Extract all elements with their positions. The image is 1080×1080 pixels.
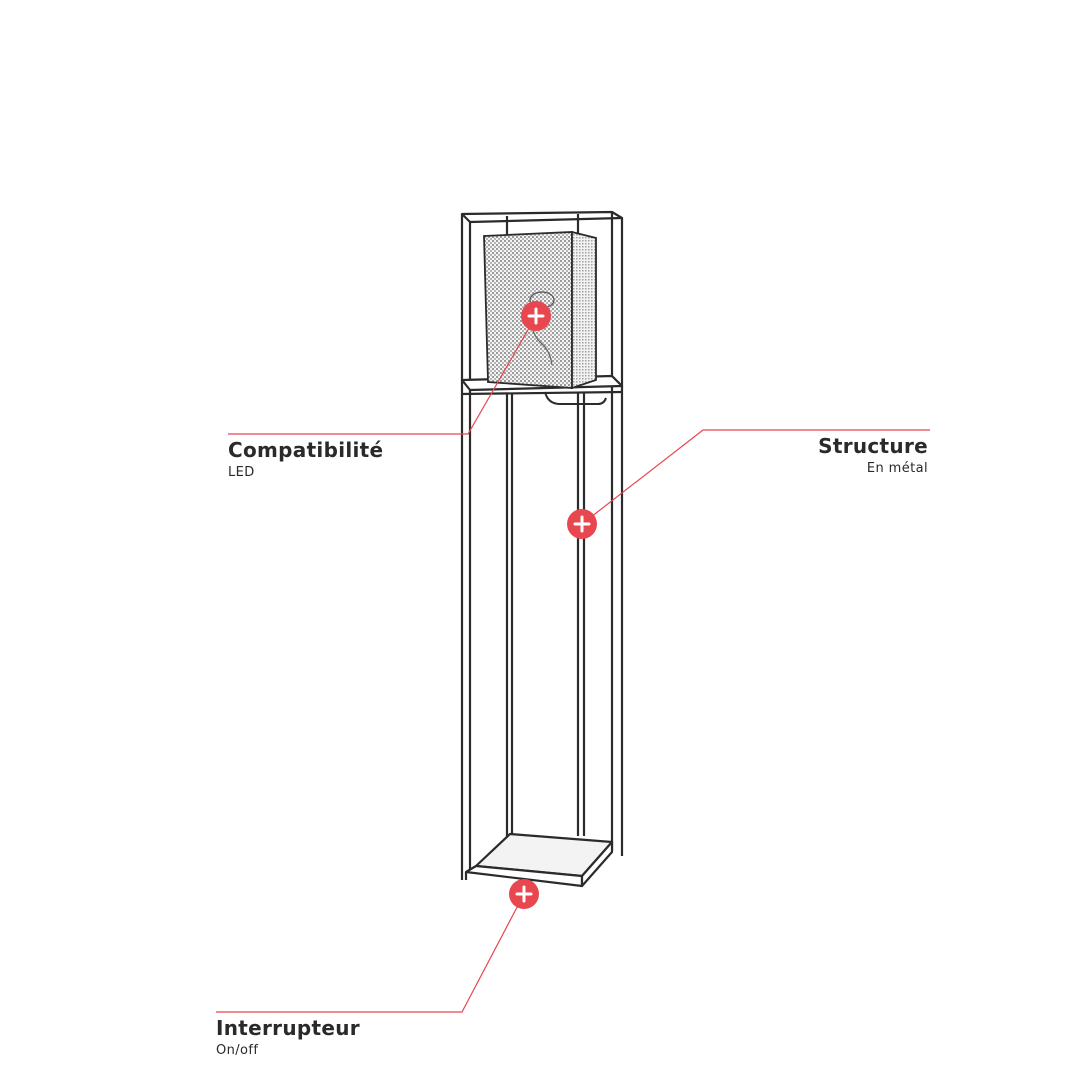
plus-icon (573, 515, 591, 533)
plus-icon (515, 885, 533, 903)
callout-line-switch (216, 893, 525, 1013)
callout-lines (216, 315, 930, 1013)
callout-line-compatibility (228, 315, 537, 435)
feature-title: Compatibilité (228, 438, 384, 462)
power-cable (544, 391, 607, 405)
feature-label-switch: Interrupteur On/off (216, 1016, 360, 1060)
callout-line-structure (581, 429, 930, 525)
feature-label-compatibility: Compatibilité LED (228, 438, 383, 482)
hotspot-compatibility[interactable] (521, 301, 551, 331)
feature-subtitle: On/off (216, 1043, 259, 1058)
feature-label-structure: Structure En métal (818, 434, 928, 478)
feature-subtitle: En métal (866, 461, 928, 476)
plus-icon (527, 307, 545, 325)
feature-subtitle: LED (228, 465, 255, 480)
hotspot-structure[interactable] (567, 509, 597, 539)
feature-title: Interrupteur (216, 1016, 360, 1040)
feature-title: Structure (818, 434, 928, 458)
lamp-frame (460, 210, 624, 888)
hotspot-switch[interactable] (509, 879, 539, 909)
